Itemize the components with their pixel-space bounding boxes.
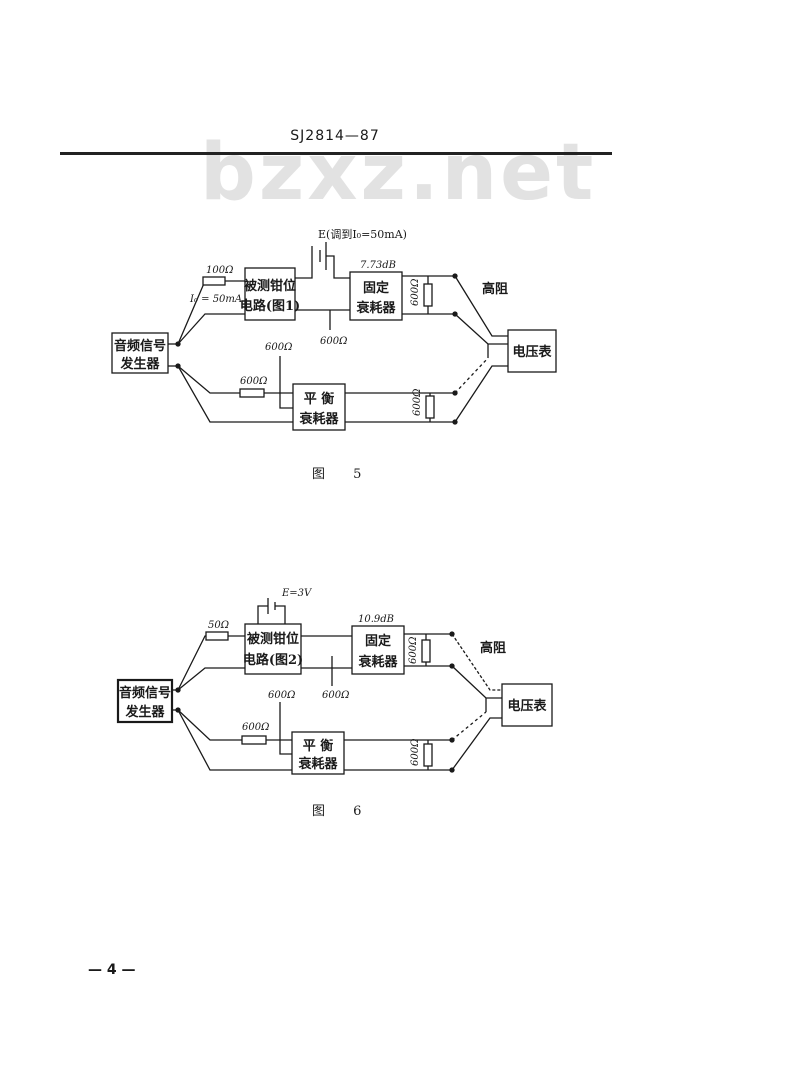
fig5-current-label: I₀ = 50mA [189,294,242,305]
fig6-fixed-attenuator-box [351,625,405,675]
fig5-high-impedance-label: 高阻 [482,281,508,297]
fig6-high-impedance-label: 高阻 [480,640,506,656]
fig6-battery-label: E=3V [281,588,313,599]
fig5-voltmeter-label: 电压表 [512,344,552,360]
figure-5-caption: 图 5 [312,467,374,482]
fig6-600-label-a: 600Ω [322,690,349,701]
fig5-600-label-a: 600Ω [320,336,347,347]
fig5-attenuation-label: 7.73dB [360,260,396,271]
fig6-generator-box [116,678,174,724]
fig5-generator-box [111,332,169,374]
fig6-test-circuit-label-2: 电路(图2) [243,652,303,668]
fig5-600-resistor-lower [239,388,265,398]
fig5-fixed-attenuator-box [349,271,403,321]
fig6-balance-attenuator-box [291,731,345,775]
fig5-test-circuit-label-2: 电路(图1) [240,298,300,314]
fig5-600-resistor-upper [423,283,433,307]
fig5-fixed-attenuator-label-1: 固定 [363,280,389,296]
fig5-battery-label: E(调到I₀=50mA) [318,228,407,241]
fig5-test-circuit-box [244,267,296,321]
header-rule [60,152,612,155]
document-id: SJ2814—87 [290,128,380,144]
fig6-test-circuit-box [244,623,302,675]
fig6-fixed-attenuator-label-2: 衰耗器 [357,654,398,670]
figure-5: 音频信号 发生器 100Ω I₀ = 50mA 被测钳位 电路(图1) E(调到… [111,228,557,431]
fig5-600-label-b: 600Ω [410,279,421,306]
fig6-600-resistor-lower [241,735,267,745]
fig5-600-label-d: 600Ω [265,342,292,353]
fig6-voltmeter-box [501,683,553,727]
fig5-600-label-e: 600Ω [412,389,423,416]
fig5-test-circuit-label-1: 被测钳位 [243,278,296,294]
fig6-generator-label-2: 发生器 [124,704,165,720]
fig5-balance-attenuator-box [292,383,346,431]
page-number: — 4 — [88,962,136,978]
fig6-balance-attenuator-label-2: 衰耗器 [297,756,338,772]
fig6-600-resistor-bottom [423,743,433,767]
fig6-attenuation-label: 10.9dB [358,614,394,625]
watermark: bzxz.net [200,128,597,218]
fig5-series-resistor-label: 100Ω [206,265,233,276]
fig6-generator-label-1: 音频信号 [119,685,171,701]
figure-6-caption: 图 6 [312,804,374,819]
fig6-600-resistor-upper [421,639,431,663]
fig6-series-resistor-label: 50Ω [208,620,229,631]
fig5-balance-attenuator-label-2: 衰耗器 [298,411,339,427]
fig6-balance-attenuator-label-1: 平 衡 [303,738,334,754]
fig6-fixed-attenuator-label-1: 固定 [365,633,391,649]
fig6-600-label-c: 600Ω [242,722,269,733]
fig6-test-circuit-label-1: 被测钳位 [246,631,299,647]
fig5-series-resistor [202,276,226,286]
fig5-600-resistor-bottom [425,395,435,419]
fig6-series-resistor [205,631,229,641]
fig5-balance-attenuator-label-1: 平 衡 [304,391,335,407]
figure-6: 音频信号 发生器 50Ω 被测钳位 电路(图2) E=3V 600Ω 固定 衰耗… [116,588,553,775]
fig5-voltmeter-box [507,329,557,373]
fig5-fixed-attenuator-label-2: 衰耗器 [355,300,396,316]
fig6-600-label-b: 600Ω [408,637,419,664]
fig6-600-label-d: 600Ω [268,690,295,701]
fig5-600-label-c: 600Ω [240,376,267,387]
fig5-generator-label-1: 音频信号 [114,338,166,354]
fig6-600-label-e: 600Ω [410,739,421,766]
fig5-generator-label-2: 发生器 [119,356,160,372]
fig6-voltmeter-label: 电压表 [507,698,547,714]
